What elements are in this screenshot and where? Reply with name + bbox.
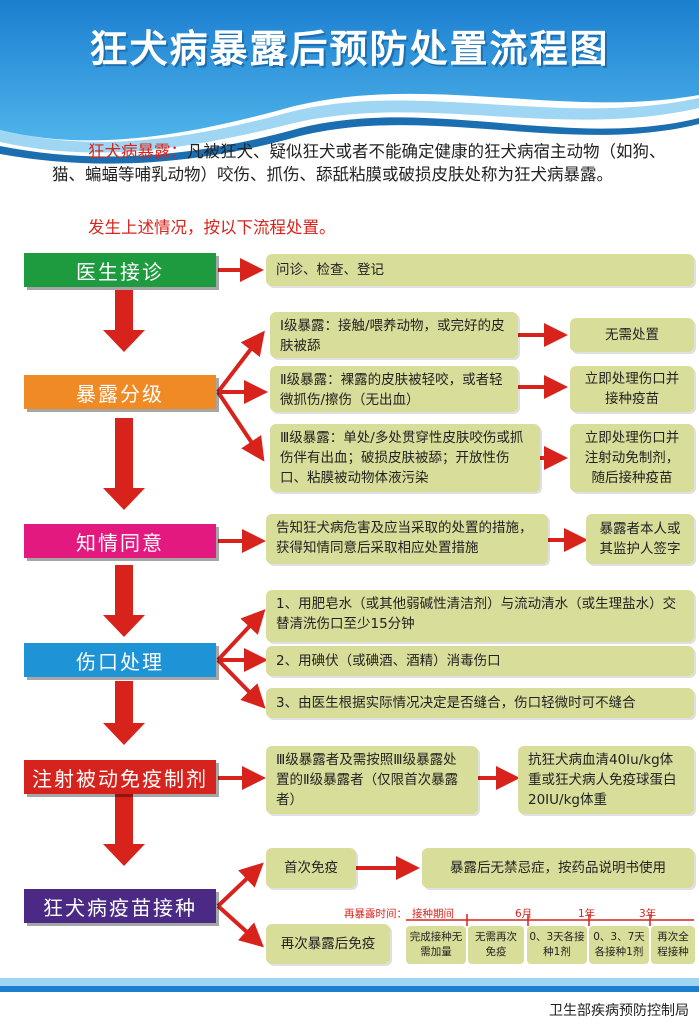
first-immunization-action: 暴露后无禁忌症，按药品说明书使用 (422, 848, 694, 888)
page-title: 狂犬病暴露后预防处置流程图 (89, 27, 610, 71)
grade-2-action: 立即处理伤口并接种疫苗 (570, 366, 694, 412)
footer-band (0, 976, 699, 1024)
intro-definition: 凡被狂犬、疑似狂犬或者不能确定健康的狂犬病宿主动物（如狗、猫、蝙蝠等哺乳动物）咬… (52, 142, 666, 184)
timeline-cell: 再次全程接种 (651, 926, 695, 964)
timeline-cell: 0、3、7天各接种1剂 (589, 926, 649, 964)
timeline-time-label: 再暴露时间： (344, 908, 407, 920)
grade-1-action: 无需处置 (570, 318, 694, 352)
intro-instruction: 发生上述情况，按以下流程处置。 (88, 218, 336, 237)
passive-box: Ⅲ级暴露者及需按照Ⅲ级暴露处置的Ⅱ级暴露者（仅限首次暴露者） (266, 746, 478, 814)
passive-action: 抗狂犬病血清40Iu/kg体重或狂犬病人免疫球蛋白20IU/kg体重 (518, 746, 694, 814)
header-background (0, 0, 699, 170)
timeline-cell: 0、3天各接种1剂 (527, 926, 587, 964)
timeline-cell: 无需再次免疫 (468, 926, 524, 964)
intro-text: 狂犬病暴露：凡被狂犬、疑似狂犬或者不能确定健康的狂犬病宿主动物（如狗、猫、蝙蝠等… (52, 140, 682, 186)
step-passive: 注射被动免疫制剂 (24, 760, 216, 794)
step-vaccine: 狂犬病疫苗接种 (24, 889, 216, 923)
timeline-tick-6m: 6月 (515, 908, 533, 920)
timeline-cell: 完成接种无需加量 (406, 926, 466, 964)
grade-1-box: Ⅰ级暴露：接触/喂养动物，或完好的皮肤被舔 (270, 312, 518, 358)
timeline-tick-1y: 1年 (578, 908, 596, 920)
reception-box: 问诊、检查、登记 (266, 254, 694, 286)
intro-term: 狂犬病暴露： (88, 142, 187, 161)
step-wound: 伤口处理 (24, 643, 216, 677)
consent-box: 告知狂犬病危害及应当采取的处置的措施，获得知情同意后采取相应处置措施 (266, 514, 548, 564)
first-immunization-box: 首次免疫 (266, 848, 356, 888)
step-grading: 暴露分级 (24, 375, 216, 409)
wound-step-2: 2、用碘伏（或碘酒、酒精）消毒伤口 (266, 646, 694, 676)
repeat-immunization-box: 再次暴露后免疫 (266, 924, 390, 964)
grade-3-action: 立即处理伤口并注射动免制剂，随后接种疫苗 (570, 424, 694, 492)
step-reception: 医生接诊 (24, 253, 216, 287)
step-consent: 知情同意 (24, 524, 216, 558)
wound-step-3: 3、由医生根据实际情况决定是否缝合，伤口轻微时可不缝合 (266, 688, 694, 718)
footer-org: 卫生部疾病预防控制局 (549, 1003, 689, 1019)
timeline-period-label: 接种期间 (412, 908, 454, 920)
wound-step-1: 1、用肥皂水（或其他弱碱性清洁剂）与流动清水（或生理盐水）交替清洗伤口至少15分… (266, 590, 694, 642)
grade-3-box: Ⅲ级暴露：单处/多处贯穿性皮肤咬伤或抓伤伴有出血；破损皮肤被舔；开放性伤口、粘膜… (270, 424, 540, 492)
consent-action: 暴露者本人或其监护人签字 (586, 514, 694, 564)
timeline-tick-3y: 3年 (639, 908, 657, 920)
grade-2-box: Ⅱ级暴露：裸露的皮肤被轻咬，或者轻微抓伤/擦伤（无出血） (270, 366, 518, 412)
